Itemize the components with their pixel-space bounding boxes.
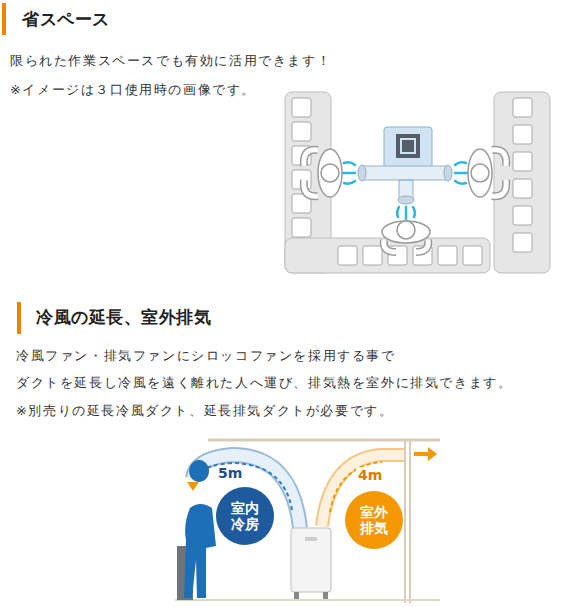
desk-panel [285,238,490,273]
duct-outlet [444,165,452,181]
circle-text: 室外排気 [359,504,388,536]
parts-box [513,206,532,225]
person-head [189,460,209,482]
wall [409,440,411,603]
cooler-unit [384,127,432,171]
duct-outlet [398,196,414,204]
duct [362,166,448,200]
label-circle: 室外排気 [345,491,403,549]
parts-box [513,125,532,144]
person-body [184,504,216,598]
distance-label: 5m [216,465,244,482]
floor [175,599,440,601]
duct-outlet [358,165,366,181]
wall [404,440,406,603]
parts-box [338,246,357,265]
section-heading: 省スペース [22,9,110,29]
note-text: ※イメージは３口使用時の画像です。 [10,82,256,98]
heading-bar [2,3,6,35]
parts-box [513,179,532,198]
cool-air [342,162,468,219]
heading-bar [17,302,21,334]
body-text: 冷風ファン・排気ファンにシロッコファンを採用する事で [16,348,396,364]
cooler-panel [305,537,317,541]
duct-scene [175,440,440,603]
parts-box [292,98,311,117]
cooler-grille [396,134,420,158]
flow-arrow [414,447,437,461]
cooler-grille [401,139,415,153]
flow-arrow [187,482,199,491]
distance-label: 4m [356,467,384,484]
cooler-machine [291,528,331,592]
note-text: ※別売りの延長冷風ダクト、延長排気ダクトが必要です。 [16,403,394,419]
parts-boxes [292,98,532,265]
worker [304,149,342,197]
section-heading: 冷風の延長、室外排気 [36,307,211,327]
worker [468,149,506,197]
label-circle: 室内冷房 [216,487,274,545]
worker [382,221,430,252]
parts-box [513,98,532,117]
circle-text: 室内冷房 [230,500,259,532]
parts-box [513,152,532,171]
parts-box [292,122,311,141]
caster [323,592,328,599]
body-text: 限られた作業スペースでも有効に活用できます！ [10,53,331,69]
body-text: ダクトを延長し冷風を遠く離れた人へ運び、排気熱を室外に排気できます。 [16,375,512,391]
workspace-plan [285,92,550,273]
parts-box [363,246,382,265]
caster [294,592,299,599]
parts-box [463,246,482,265]
parts-box [438,246,457,265]
parts-box [292,218,311,237]
parts-box [513,233,532,252]
